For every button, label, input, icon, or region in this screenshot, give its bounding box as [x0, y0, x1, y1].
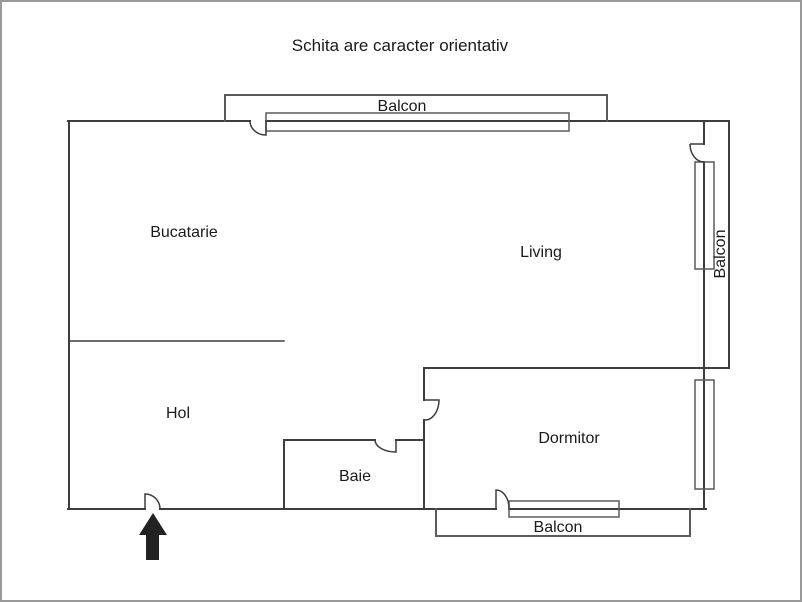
window-symbols [265, 112, 715, 518]
balcony-bottom-outline [435, 508, 691, 537]
door-dormitor-icon [424, 399, 440, 421]
balcony-top-outline [224, 94, 608, 122]
room-label-hol: Hol [166, 405, 190, 422]
door-symbols [144, 120, 705, 510]
window-bottom-icon [508, 500, 620, 518]
door-entrance-icon [144, 493, 161, 510]
door-balcony-top-icon [249, 120, 267, 136]
room-label-balcon-bottom: Balcon [534, 519, 583, 536]
door-baie-icon [374, 439, 397, 453]
apartment-walls [67, 120, 730, 510]
window-living-icon [694, 161, 715, 270]
room-label-baie: Baie [339, 468, 371, 485]
door-living-balcony-icon [689, 143, 705, 163]
door-dormitor-balcony-icon [495, 489, 510, 509]
room-label-bucatarie: Bucatarie [150, 224, 218, 241]
window-dormitor-icon [694, 379, 715, 490]
plan-title: Schita are caracter orientativ [292, 36, 509, 55]
room-label-living: Living [520, 244, 562, 261]
entrance-arrow-icon [139, 513, 167, 560]
room-label-dormitor: Dormitor [538, 430, 600, 447]
balcony-outlines [224, 94, 691, 537]
room-label-balcon-right: Balcon [712, 230, 729, 279]
room-label-balcon-top: Balcon [378, 98, 427, 115]
